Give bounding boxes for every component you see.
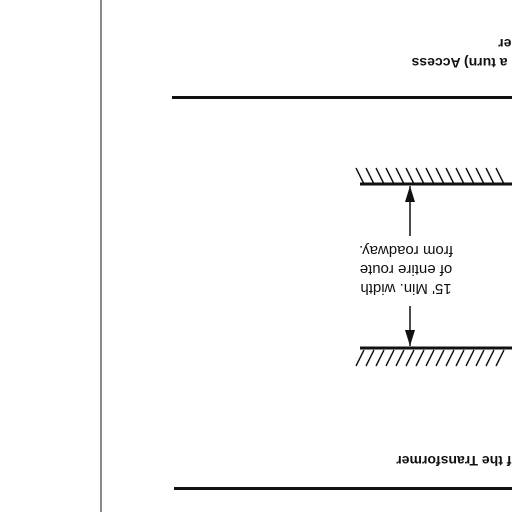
min-width-line-1: 15' Min. width (360, 280, 452, 297)
hatch-mark (485, 349, 495, 367)
hatch-mark (425, 349, 435, 367)
hatch-mark (495, 167, 505, 185)
hatch-mark (415, 349, 425, 367)
top-divider-line (172, 96, 512, 99)
hatch-mark (355, 167, 365, 185)
hatch-mark (355, 349, 365, 367)
hatch-mark (435, 167, 445, 185)
dimension-arrowhead-lower (405, 330, 415, 346)
hatch-mark (395, 167, 405, 185)
hatch-mark (395, 349, 405, 367)
min-width-line-2: of entire route (359, 261, 453, 278)
hatch-mark (375, 167, 385, 185)
hatch-mark (375, 349, 385, 367)
road-edge-bottom-hatching (355, 349, 505, 367)
hatch-mark (465, 349, 475, 367)
hatch-mark (455, 349, 465, 367)
min-width-note: 15' Min. width of entire route from road… (336, 241, 476, 298)
road-edge-top-hatching (355, 167, 505, 185)
page-margin-rule (100, 0, 102, 512)
min-width-line-3: from roadway. (359, 242, 453, 259)
hatch-mark (445, 349, 455, 367)
transformer-note: of the Transformer (360, 451, 512, 470)
hatch-mark (465, 167, 475, 185)
hatch-mark (385, 349, 395, 367)
hatch-mark (365, 167, 375, 185)
hatch-mark (455, 167, 465, 185)
hatch-mark (445, 167, 455, 185)
hatch-mark (365, 349, 375, 367)
hatch-mark (385, 167, 395, 185)
dimension-arrowhead-upper (405, 186, 415, 202)
hatch-mark (485, 167, 495, 185)
hatch-mark (475, 167, 485, 185)
hatch-mark (495, 349, 505, 367)
hatch-mark (425, 167, 435, 185)
transformer-note-line: of the Transformer (396, 453, 512, 469)
hatch-mark (405, 167, 415, 185)
hatch-mark (435, 349, 445, 367)
hatch-mark (415, 167, 425, 185)
hatch-mark (405, 349, 415, 367)
hatch-mark (475, 349, 485, 367)
bottom-divider-line (174, 487, 512, 490)
